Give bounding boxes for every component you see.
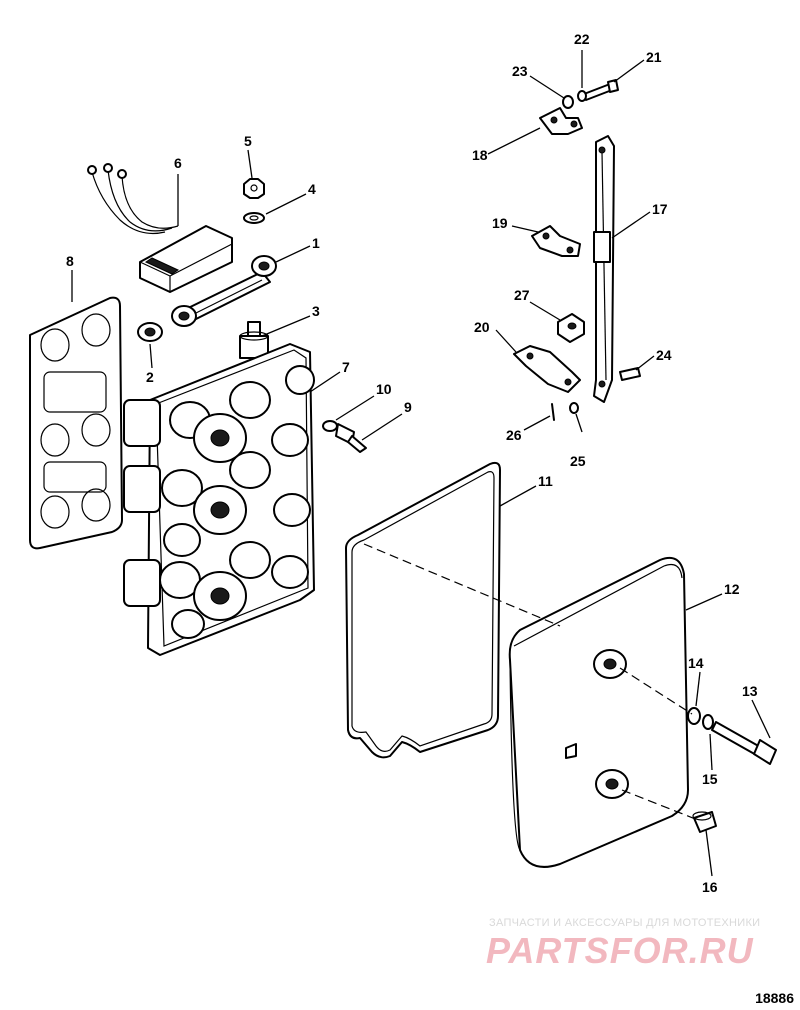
reed-block-part-7 xyxy=(123,343,315,656)
cover-part-12 xyxy=(508,556,689,868)
watermark-brand: PARTSFOR.RU xyxy=(486,930,754,971)
diagram-reference-number: 18886 xyxy=(755,990,794,1006)
callout-22: 22 xyxy=(574,31,590,47)
roller-part-27 xyxy=(557,313,585,343)
screw-part-21 xyxy=(583,79,619,101)
alignment-lines xyxy=(363,543,699,821)
washer-part-23 xyxy=(562,95,574,109)
washer-part-15 xyxy=(702,714,714,730)
callout-10: 10 xyxy=(376,381,392,397)
callout-labels: 1 2 3 4 5 6 7 8 9 10 11 12 13 14 15 16 1… xyxy=(66,31,758,895)
callout-13: 13 xyxy=(742,683,758,699)
callout-11: 11 xyxy=(538,473,553,489)
bolt-part-13 xyxy=(711,721,777,765)
callout-14: 14 xyxy=(688,655,704,671)
callout-8: 8 xyxy=(66,253,74,269)
callout-16: 16 xyxy=(702,879,718,895)
callout-27: 27 xyxy=(514,287,530,303)
plug-part-16 xyxy=(692,811,717,833)
pin-part-26 xyxy=(551,403,555,421)
callout-12: 12 xyxy=(724,581,740,597)
nut-part-5 xyxy=(243,178,265,199)
screw-part-24 xyxy=(619,367,641,381)
lever-part-18 xyxy=(539,107,583,135)
lever-part-19 xyxy=(531,225,581,257)
callout-4: 4 xyxy=(308,181,316,197)
callout-3: 3 xyxy=(312,303,320,319)
module-part-6 xyxy=(87,163,233,293)
leader-lines xyxy=(71,50,771,877)
lever-part-20 xyxy=(513,345,581,393)
clip-part-25 xyxy=(569,402,579,414)
callout-21: 21 xyxy=(646,49,662,65)
callout-20: 20 xyxy=(474,319,490,335)
callout-25: 25 xyxy=(570,453,586,469)
callout-9: 9 xyxy=(404,399,412,415)
grommet-part-2 xyxy=(137,322,163,342)
callout-18: 18 xyxy=(472,147,488,163)
callout-5: 5 xyxy=(244,133,252,149)
washer-part-22 xyxy=(577,90,587,102)
washer-part-14 xyxy=(687,707,701,725)
watermark-tagline: ЗАПЧАСТИ И АКСЕССУАРЫ ДЛЯ МОТОТЕХНИКИ xyxy=(489,917,761,929)
linkage-rod-part-17 xyxy=(593,135,615,403)
bolt-part-9 xyxy=(335,423,367,453)
callout-24: 24 xyxy=(656,347,672,363)
washer-part-10 xyxy=(322,420,338,432)
callout-23: 23 xyxy=(512,63,528,79)
callout-15: 15 xyxy=(702,771,718,787)
washer-part-4 xyxy=(243,212,265,224)
callout-17: 17 xyxy=(652,201,668,217)
bracket-part-1 xyxy=(171,255,277,327)
callout-26: 26 xyxy=(506,427,522,443)
callout-19: 19 xyxy=(492,215,508,231)
stud-part-3 xyxy=(239,321,269,359)
callout-1: 1 xyxy=(312,235,320,251)
callout-6: 6 xyxy=(174,155,182,171)
callout-2: 2 xyxy=(146,369,154,385)
callout-7: 7 xyxy=(342,359,350,375)
cover-gasket-part-11 xyxy=(345,461,501,759)
gasket-part-8 xyxy=(29,296,123,550)
